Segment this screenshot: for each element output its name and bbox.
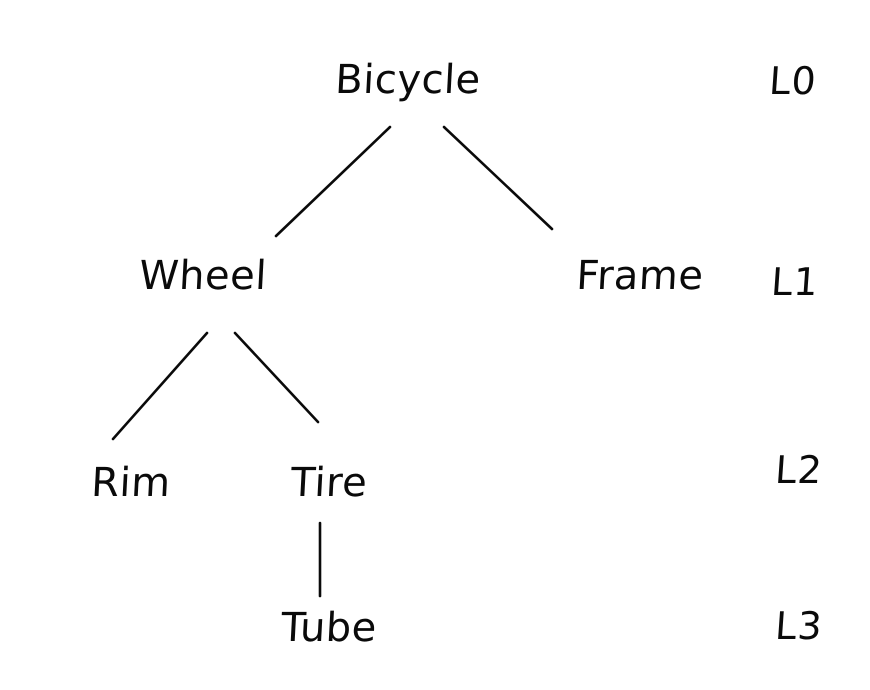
- edge-bicycle-to-frame: [442, 125, 554, 231]
- edge-bicycle-to-wheel: [274, 125, 392, 238]
- tree-node-rim[interactable]: Rim: [90, 460, 172, 506]
- level-label-l1: L1: [769, 260, 821, 304]
- level-label-l3: L3: [773, 604, 825, 648]
- tree-node-bicycle[interactable]: Bicycle: [334, 57, 482, 103]
- tree-node-wheel[interactable]: Wheel: [137, 253, 269, 299]
- level-label-l2: L2: [773, 448, 825, 492]
- tree-node-tube[interactable]: Tube: [279, 605, 379, 651]
- tree-node-tire[interactable]: Tire: [289, 460, 369, 506]
- tree-node-frame[interactable]: Frame: [575, 253, 705, 299]
- level-label-l0: L0: [767, 59, 819, 103]
- edge-wheel-to-tire: [233, 331, 320, 424]
- edge-wheel-to-rim: [111, 331, 209, 441]
- edge-group: [111, 125, 554, 598]
